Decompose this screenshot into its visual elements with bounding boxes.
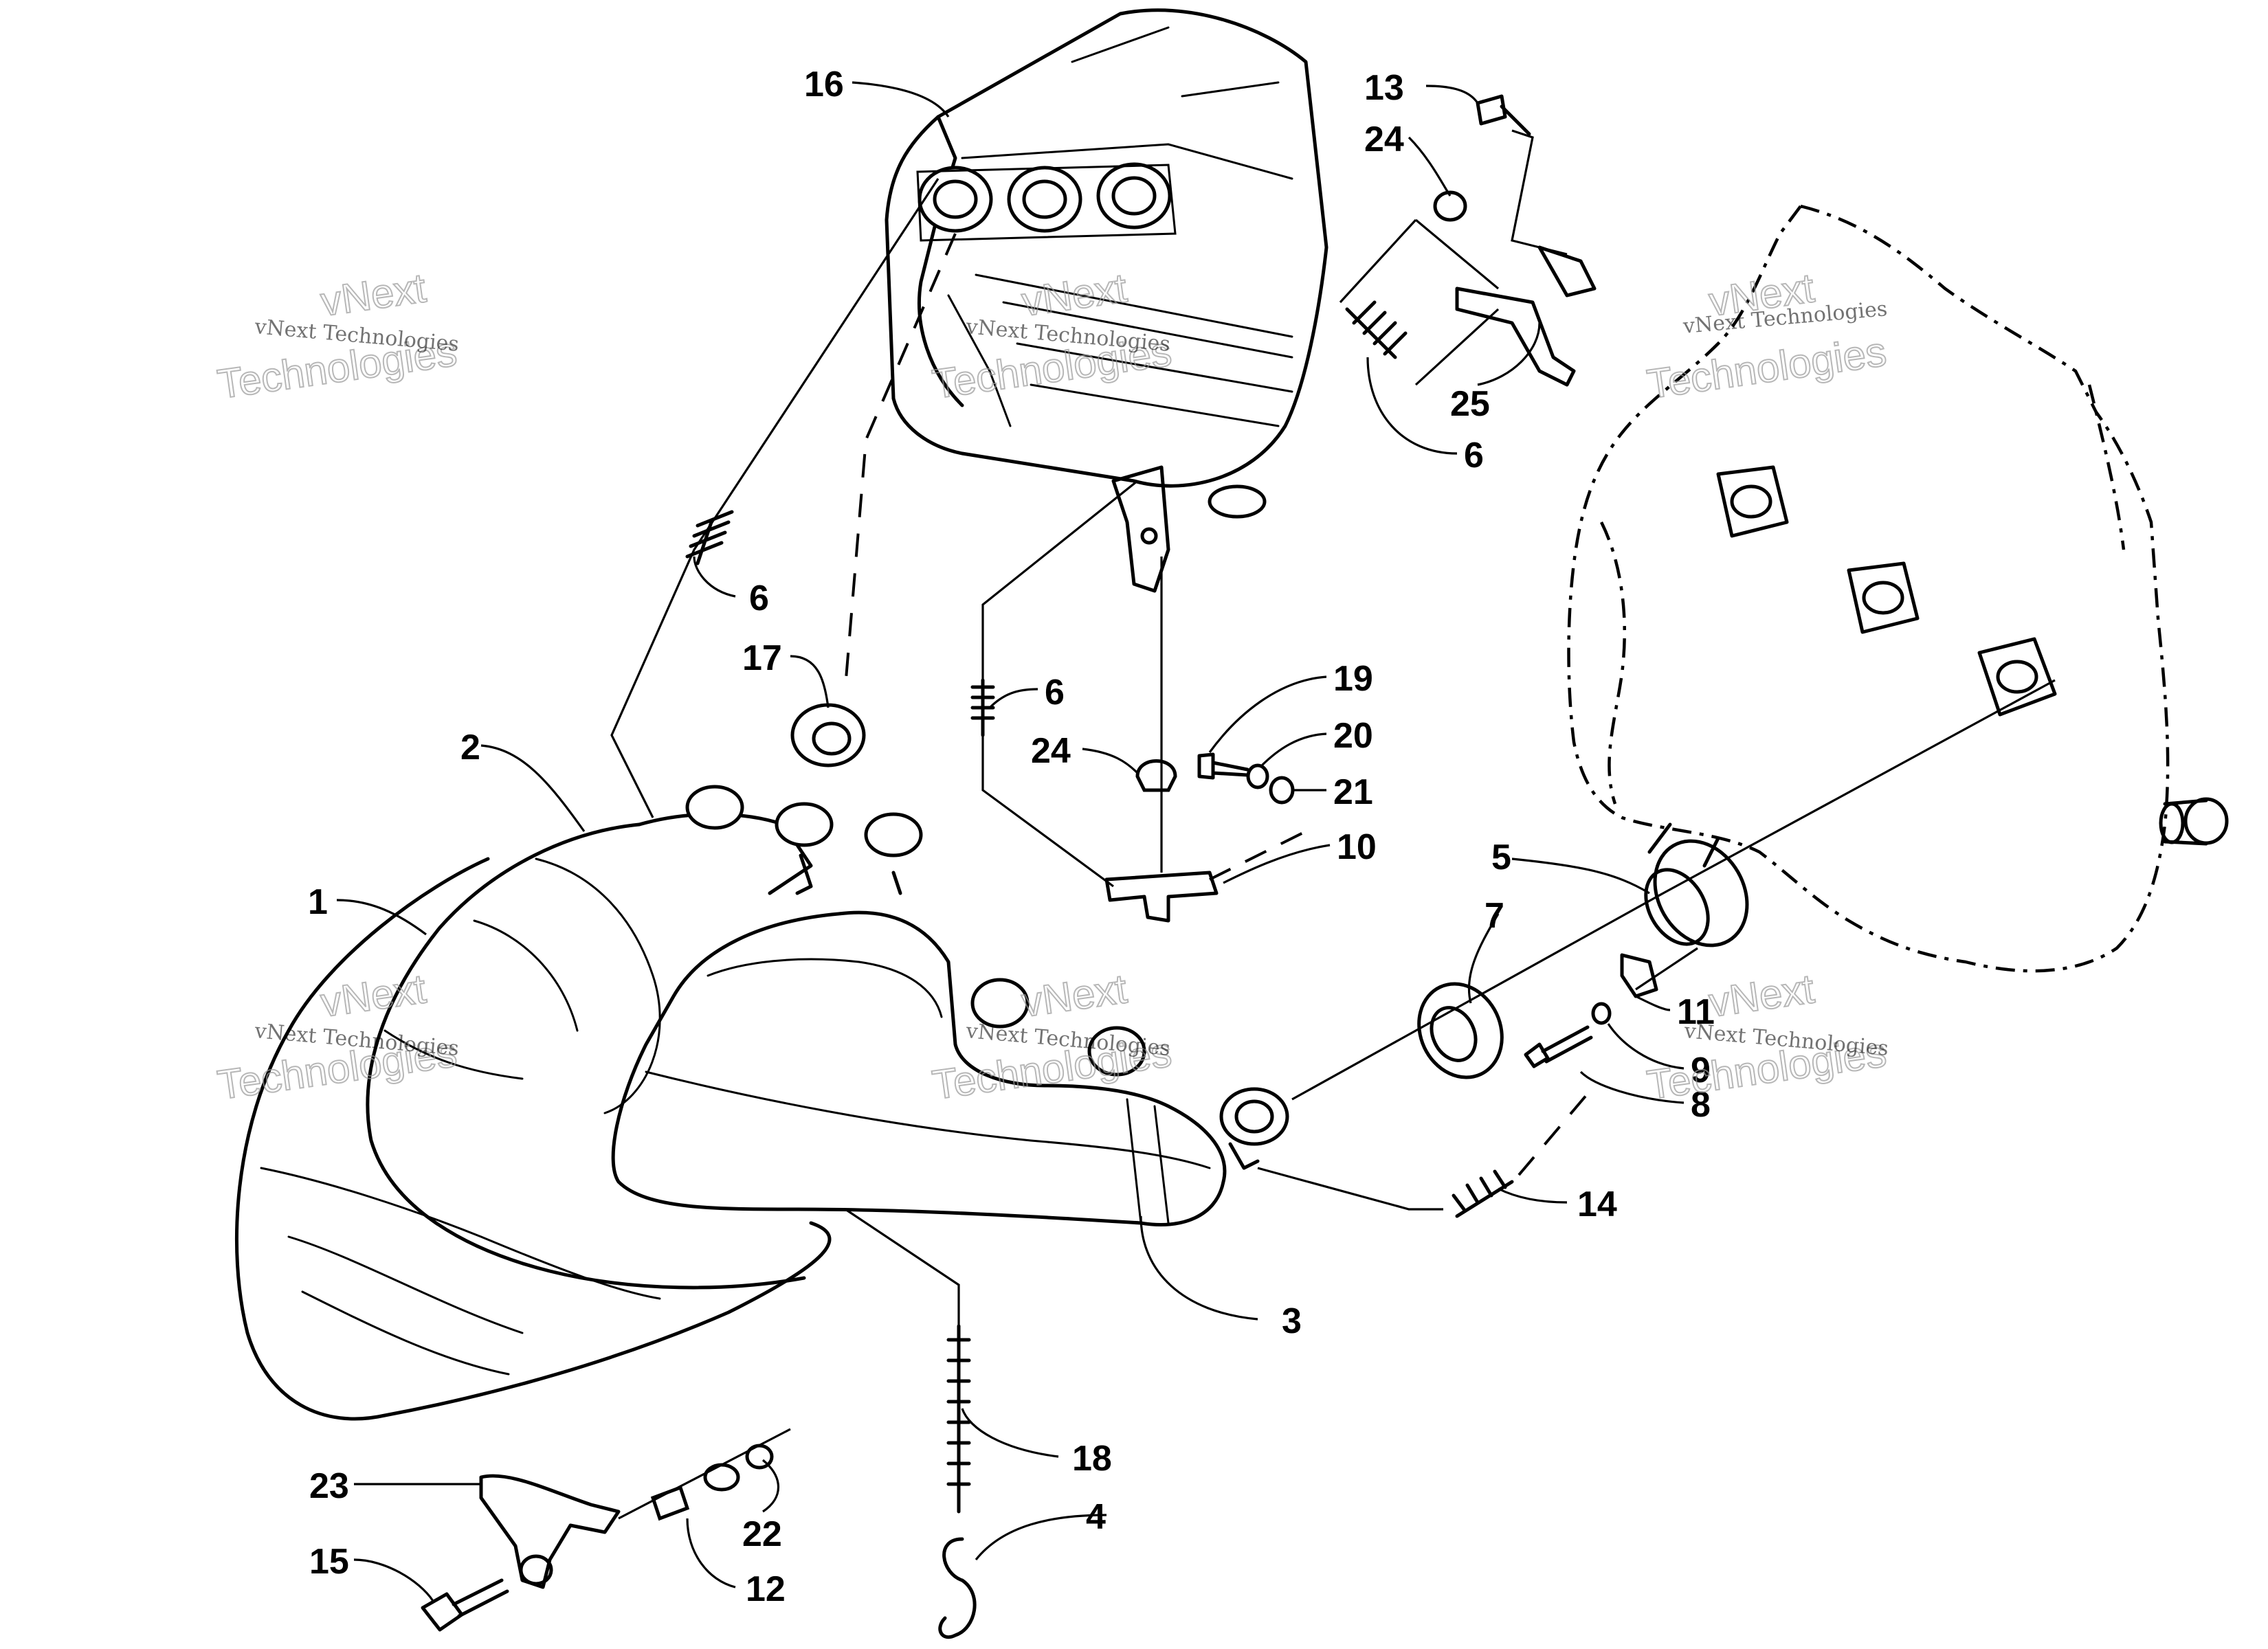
callout-4: 4 [1086,1497,1106,1537]
callout-15: 15 [309,1542,349,1582]
callout-13: 13 [1364,68,1404,108]
engine-outline [1567,204,2229,973]
callout-25: 25 [1450,384,1490,424]
pipe-flanges [685,785,1289,1170]
callout-16: 16 [804,65,844,104]
callout-6-middle: 6 [1045,673,1065,713]
exhaust-pipe-1 [234,857,832,1421]
callout-14: 14 [1577,1185,1617,1224]
bracket-10 [1104,871,1219,923]
cap-24-upper [1433,190,1467,222]
seal-17 [790,703,866,767]
callout-19: 19 [1333,659,1373,699]
callout-11: 11 [1677,992,1715,1032]
callout-20: 20 [1333,716,1373,756]
cap-24-lower [1135,759,1177,792]
callout-17: 17 [742,638,782,678]
callout-7: 7 [1485,896,1504,936]
callout-10: 10 [1337,827,1377,867]
spring-14 [1452,1169,1514,1218]
air-silencer-box [885,8,1328,593]
callout-1: 1 [308,882,328,922]
bolt-8 [1524,1025,1593,1068]
watermark-vnext-f: vNext [1706,965,1817,1026]
hook-4 [938,1537,977,1639]
callout-23: 23 [309,1466,349,1506]
nut-21 [1269,776,1295,805]
callout-22: 22 [742,1514,782,1554]
bolt-15 [421,1578,509,1632]
callout-5: 5 [1491,838,1511,877]
callout-2: 2 [460,728,480,767]
seal-ring-7 [1417,982,1504,1079]
intake-boots [916,162,1177,242]
callout-leaders [336,81,1685,1602]
washer-20 [1246,763,1269,789]
coupler-5 [1644,822,1749,947]
bolt-19 [1197,752,1249,780]
watermark-vnext-d: vNext [318,965,429,1026]
callout-12: 12 [746,1569,786,1609]
watermark-vnext-b: vNext [1019,265,1130,325]
callout-9: 9 [1691,1051,1711,1090]
callout-24-lower: 24 [1031,731,1071,771]
bracket-25 [1455,245,1597,387]
watermark-vnext-e: vNext [1019,965,1130,1026]
callout-3: 3 [1282,1301,1302,1341]
bolt-13 [1476,94,1531,136]
exhaust-pipe-3 [611,910,1227,1226]
spring-6-left [685,510,734,565]
bracket-23 [479,1474,621,1589]
callout-6-top: 6 [1464,436,1484,475]
washer-9 [1591,1002,1612,1025]
tab-11 [1620,953,1658,998]
callout-6-left: 6 [749,579,769,618]
spring-6-top [1345,300,1408,359]
callout-8: 8 [1691,1085,1711,1125]
callout-18: 18 [1072,1439,1112,1479]
callout-numbers: 1 2 3 4 5 6 6 6 7 8 9 10 11 12 13 14 15 … [308,65,1715,1609]
callout-24-upper: 24 [1364,120,1404,159]
spring-18 [946,1324,971,1514]
grommet-12 [650,1463,740,1521]
watermark-technologies-c: Technologies [1644,328,1889,407]
watermark-vnext-a: vNext [318,265,429,325]
callout-21: 21 [1333,772,1373,812]
connection-lines [610,129,2056,1520]
